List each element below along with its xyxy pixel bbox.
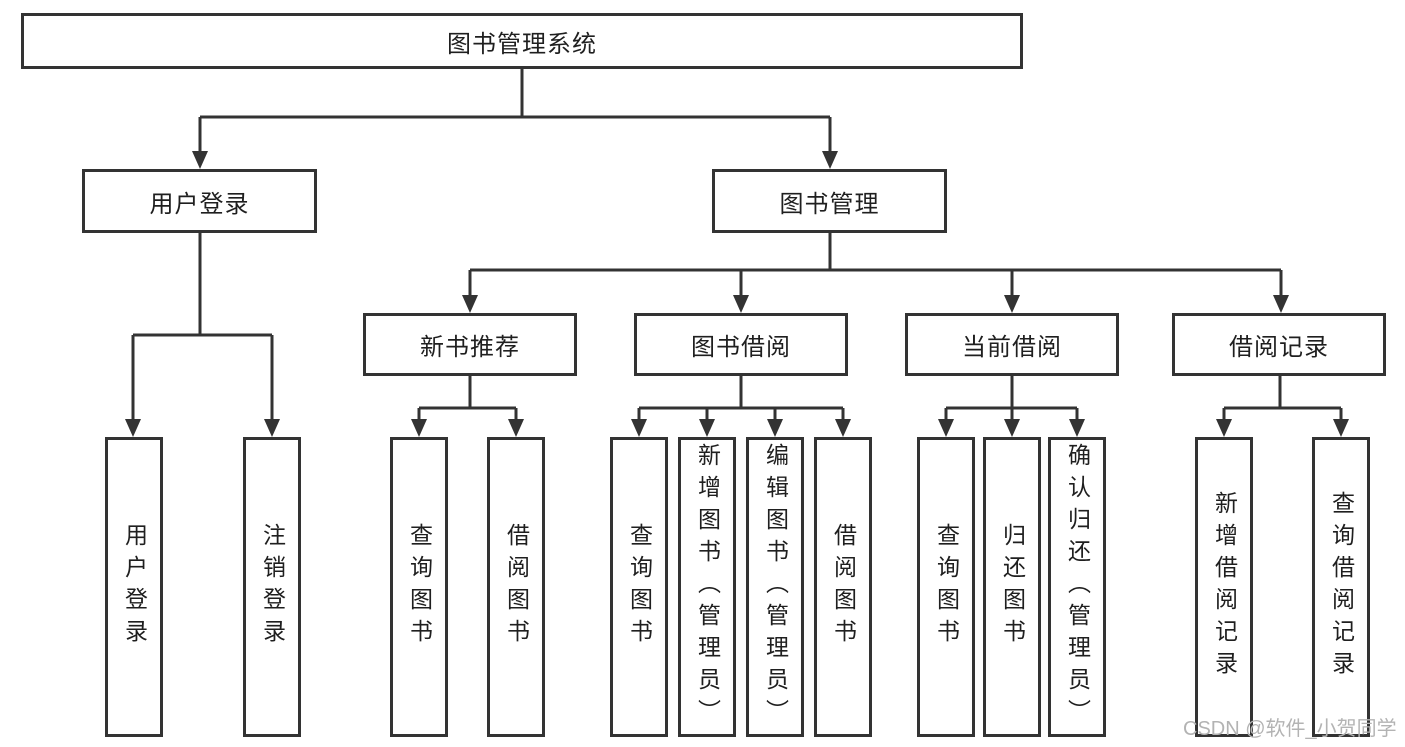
- leaf-query-book-current: 查询图书: [917, 437, 975, 737]
- leaf-confirm-return-admin: 确认归还（管理员）: [1048, 437, 1106, 737]
- leaf-add-book-admin: 新增图书（管理员）: [678, 437, 736, 737]
- node-root: 图书管理系统: [21, 13, 1023, 69]
- node-user-login: 用户登录: [82, 169, 317, 233]
- leaf-edit-book-admin: 编辑图书（管理员）: [746, 437, 804, 737]
- leaf-user-login: 用户登录: [105, 437, 163, 737]
- leaf-borrow-book-borrowing: 借阅图书: [814, 437, 872, 737]
- leaf-query-book-recommend: 查询图书: [390, 437, 448, 737]
- leaf-query-borrow-record: 查询借阅记录: [1312, 437, 1370, 737]
- leaf-query-book-borrowing: 查询图书: [610, 437, 668, 737]
- node-borrowing-records: 借阅记录: [1172, 313, 1386, 376]
- leaf-logout: 注销登录: [243, 437, 301, 737]
- leaf-add-borrow-record: 新增借阅记录: [1195, 437, 1253, 737]
- leaf-borrow-book-recommend: 借阅图书: [487, 437, 545, 737]
- node-book-borrowing: 图书借阅: [634, 313, 848, 376]
- node-current-borrowing: 当前借阅: [905, 313, 1119, 376]
- leaf-return-book: 归还图书: [983, 437, 1041, 737]
- node-book-management: 图书管理: [712, 169, 947, 233]
- csdn-watermark: CSDN @软件_小贺同学: [1183, 718, 1397, 740]
- node-new-book-recommend: 新书推荐: [363, 313, 577, 376]
